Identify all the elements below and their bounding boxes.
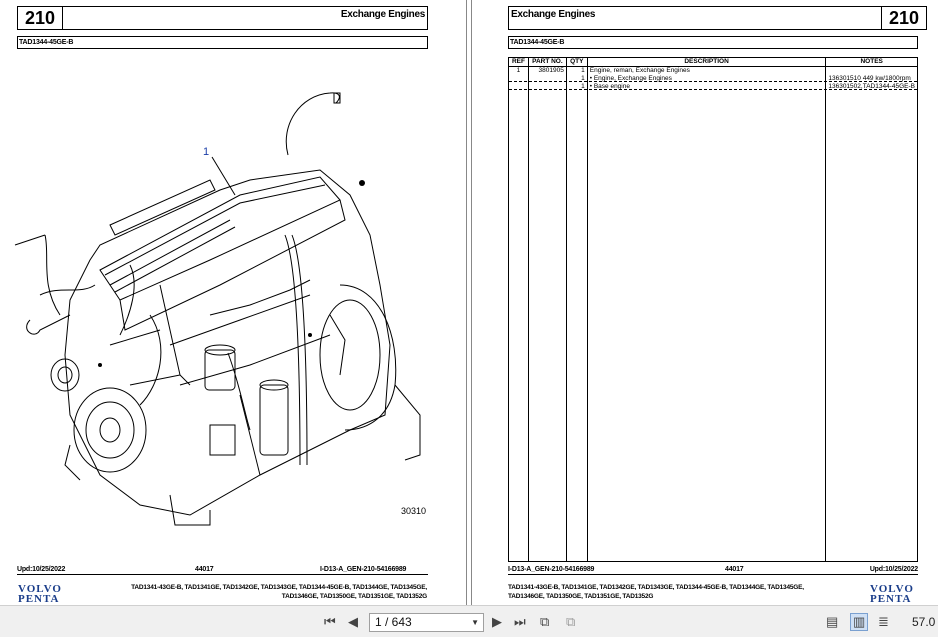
doc-code: TAD1344-45GE-B xyxy=(510,39,565,46)
single-page-icon[interactable]: ▤ xyxy=(826,614,839,629)
illustration-ref: I-D13-A_GEN-210-54166989 xyxy=(508,566,595,573)
zoom-level[interactable]: 57.0 xyxy=(912,615,936,629)
col-ref: REF xyxy=(508,57,529,67)
col-qty: QTY xyxy=(565,57,588,67)
volvo-penta-logo: VOLVO PENTA xyxy=(870,583,914,605)
updated-date: Upd:10/25/2022 xyxy=(869,566,918,573)
section-title: Exchange Engines xyxy=(511,9,596,20)
catalog-number: 44017 xyxy=(195,566,214,573)
updated-date: Upd:10/25/2022 xyxy=(17,566,66,573)
page-number: 210 xyxy=(888,7,920,28)
page-selector[interactable]: 1 / 643 ▼ xyxy=(369,613,484,632)
continuous-icon[interactable]: ≣ xyxy=(878,614,889,629)
title-bar: Exchange Engines xyxy=(508,6,882,30)
col-description: DESCRIPTION xyxy=(586,57,827,67)
paste-icon[interactable]: ⧉ xyxy=(566,614,576,629)
right-page: Exchange Engines 210 TAD1344-45GE-B REF … xyxy=(476,0,938,605)
callout-number: 1 xyxy=(203,146,210,158)
doc-code-bar: TAD1344-45GE-B xyxy=(17,36,428,49)
doc-code-bar: TAD1344-45GE-B xyxy=(508,36,918,49)
page-number: 210 xyxy=(24,7,56,28)
models-line1: TAD1341-43GE-B, TAD1341GE, TAD1342GE, TA… xyxy=(131,584,427,591)
last-page-icon[interactable]: ⏭ xyxy=(514,614,526,629)
col-part-no: PART NO. xyxy=(527,57,567,67)
parts-table: REF PART NO. QTY DESCRIPTION NOTES 1 380… xyxy=(508,57,918,562)
page-indicator: 1 / 643 xyxy=(375,615,412,629)
table-row: 1 • Engine, Exchange Engines 136301510 4… xyxy=(508,75,918,83)
figure-id: 30310 xyxy=(401,506,427,516)
illustration-ref: I-D13-A_GEN-210-54166989 xyxy=(320,566,407,573)
table-header-row: REF PART NO. QTY DESCRIPTION NOTES xyxy=(508,57,918,67)
doc-code: TAD1344-45GE-B xyxy=(19,39,74,46)
catalog-number: 44017 xyxy=(725,566,744,573)
models-line2: TAD1346GE, TAD1350GE, TAD1351GE, TAD1352… xyxy=(508,593,654,600)
page-number-box: 210 xyxy=(17,6,63,30)
page-number-box: 210 xyxy=(881,6,927,30)
two-page-icon[interactable]: ▥ xyxy=(850,613,869,631)
models-line1: TAD1341-43GE-B, TAD1341GE, TAD1342GE, TA… xyxy=(508,584,804,591)
table-row: 1 • Base engine 136301502,TAD1344-45GE-B xyxy=(508,83,918,91)
viewer-toolbar: ⏮ ◀ 1 / 643 ▼ ▶ ⏭ ⧉ ⧉ ▤ ▥ ≣ 57.0 xyxy=(0,605,938,637)
page-separator xyxy=(466,0,472,605)
table-row: 1 3801905 1 Engine, reman, Exchange Engi… xyxy=(508,66,918,75)
section-title: Exchange Engines xyxy=(340,9,425,20)
title-bar: Exchange Engines xyxy=(62,6,428,30)
table-filler-row xyxy=(508,91,918,562)
next-page-icon[interactable]: ▶ xyxy=(492,614,502,629)
models-line2: TAD1346GE, TAD1350GE, TAD1351GE, TAD1352… xyxy=(281,593,427,600)
engine-illustration xyxy=(14,92,421,526)
col-notes: NOTES xyxy=(825,57,918,67)
prev-page-icon[interactable]: ◀ xyxy=(348,614,358,629)
copy-icon[interactable]: ⧉ xyxy=(540,614,550,629)
first-page-icon[interactable]: ⏮ xyxy=(324,614,336,629)
chevron-down-icon: ▼ xyxy=(471,618,479,627)
volvo-penta-logo: VOLVO PENTA xyxy=(18,583,62,605)
left-page: 210 Exchange Engines TAD1344-45GE-B xyxy=(0,0,462,605)
